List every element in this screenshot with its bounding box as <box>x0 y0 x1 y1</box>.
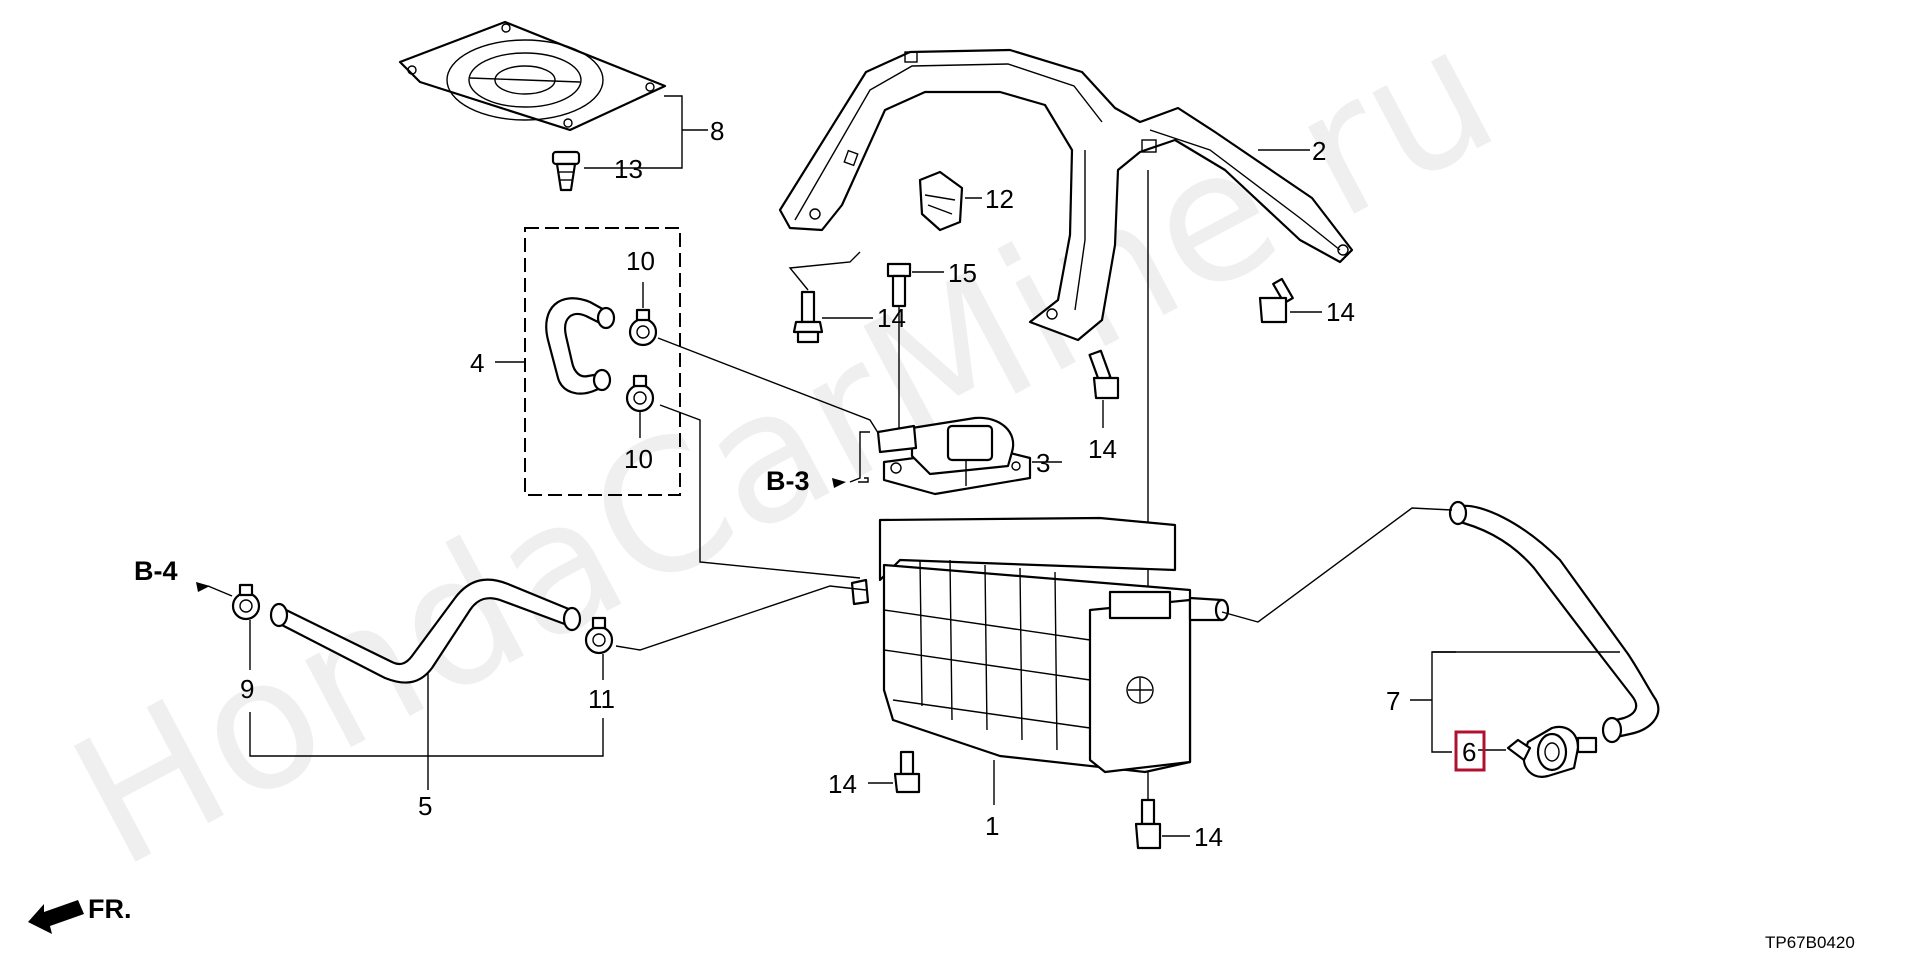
hose-part-5 <box>269 578 582 684</box>
callout-3: 3 <box>1036 448 1050 478</box>
callout-15: 15 <box>948 258 977 288</box>
leader-7-bracket <box>1431 651 1456 753</box>
leader-b4 <box>207 585 233 597</box>
clamp-9 <box>231 583 261 621</box>
callout-6: 6 <box>1462 737 1476 767</box>
leader-b3-b <box>849 431 870 483</box>
nut-clip-part-12 <box>918 170 964 232</box>
bracket-part <box>778 48 1354 342</box>
ref-b3-arrow <box>832 478 846 488</box>
bolt-14-lower-left <box>893 750 921 794</box>
callout-14b: 14 <box>1326 297 1355 327</box>
bolt-14-upper-left <box>792 290 824 344</box>
callout-7: 7 <box>1386 686 1400 716</box>
leader-9-11-bracket <box>249 712 604 757</box>
hose-set-box <box>524 227 681 496</box>
watermark-text: HondaCarMine.ru <box>42 0 1526 908</box>
canister-part <box>850 516 1230 774</box>
leader-8-13 <box>584 95 683 169</box>
ref-b4-arrow <box>196 582 210 592</box>
leader-hose-to-canister <box>659 404 861 579</box>
callout-2: 2 <box>1312 136 1326 166</box>
leader-hose7-to-canister <box>1221 507 1453 623</box>
front-direction-arrow <box>28 900 84 934</box>
highlight-box-6[interactable] <box>1454 730 1486 772</box>
callout-14e: 14 <box>1194 822 1223 852</box>
leader-hose-to-valve <box>657 337 881 437</box>
callout-11: 11 <box>588 684 615 714</box>
bolt-14-bracket-center <box>1088 349 1120 400</box>
clamp-10-upper <box>628 308 658 347</box>
leader-14a-bracket <box>788 251 861 291</box>
ref-b3: B-3 <box>766 466 810 496</box>
purge-valve-part <box>876 416 1032 496</box>
clip-part-13 <box>551 150 581 192</box>
drawing-code: TP67B0420 <box>1765 933 1855 952</box>
callout-10b: 10 <box>624 444 653 474</box>
callout-12: 12 <box>985 184 1014 214</box>
callout-1: 1 <box>985 811 999 841</box>
ref-b4: B-4 <box>134 556 178 586</box>
callout-4: 4 <box>470 348 484 378</box>
bolt-14-lower-right <box>1134 170 1162 850</box>
leader-hose5-to-canister <box>615 585 867 651</box>
u-hose-part <box>545 297 616 395</box>
callout-9: 9 <box>240 674 254 704</box>
callout-14c: 14 <box>1088 434 1117 464</box>
hose-part-7 <box>1448 500 1660 744</box>
clamp-11 <box>584 616 614 655</box>
callout-10a: 10 <box>626 246 655 276</box>
callout-8: 8 <box>710 116 724 146</box>
callout-13: 13 <box>614 154 643 184</box>
clamp-10-lower <box>625 374 655 413</box>
bolt-14-bracket-right <box>1258 277 1294 324</box>
callout-14a: 14 <box>877 303 906 333</box>
callout-5: 5 <box>418 791 432 821</box>
cover-plate-part <box>398 20 667 132</box>
callout-14d: 14 <box>828 769 857 799</box>
leader-b3-a <box>858 477 869 483</box>
connector-part-6 <box>1506 725 1598 778</box>
front-direction-label: FR. <box>88 894 132 924</box>
